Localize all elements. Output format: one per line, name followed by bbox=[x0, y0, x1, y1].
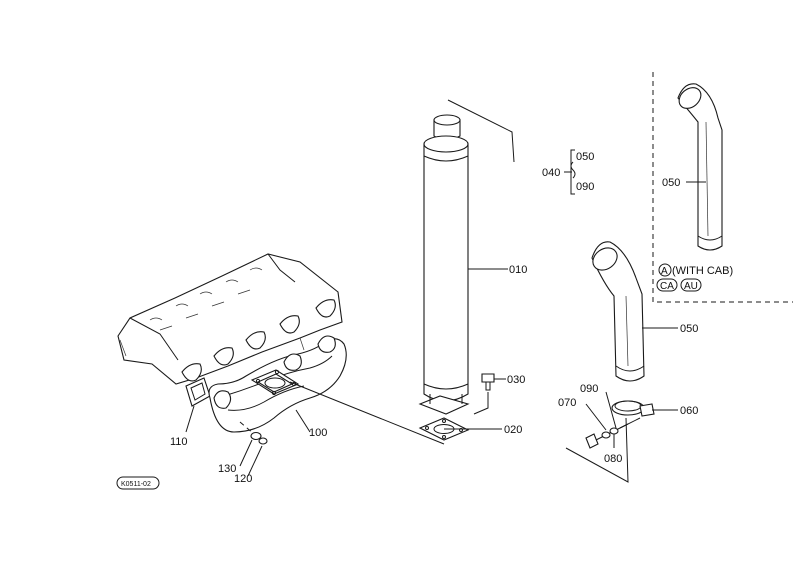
label-040: 040 bbox=[542, 167, 560, 179]
label-020: 020 bbox=[504, 424, 522, 436]
badge-a-circle bbox=[658, 263, 672, 277]
label-120: 120 bbox=[234, 473, 252, 485]
bolt-070-washer-080-nut-090 bbox=[585, 417, 641, 449]
muffler-010 bbox=[418, 99, 515, 415]
label-050-cab: 050 bbox=[662, 177, 680, 189]
label-030: 030 bbox=[507, 374, 525, 386]
bolt-030 bbox=[473, 373, 495, 415]
label-130: 130 bbox=[218, 463, 236, 475]
label-060: 060 bbox=[680, 405, 698, 417]
label-090: 090 bbox=[580, 383, 598, 395]
badge-ca: CA bbox=[660, 281, 674, 292]
tail-pipe-050-cab bbox=[677, 83, 723, 251]
part-labels: 010 030 020 040 050 090 050 050 090 070 … bbox=[170, 151, 698, 485]
exhaust-manifold-100 bbox=[208, 335, 347, 433]
label-010: 010 bbox=[509, 264, 527, 276]
gasket-110 bbox=[185, 377, 211, 407]
label-080: 080 bbox=[604, 453, 622, 465]
tail-pipe-050 bbox=[591, 241, 645, 382]
badge-a: A bbox=[661, 266, 668, 277]
label-050-range: 050 bbox=[576, 151, 594, 163]
variant-legend: A (WITH CAB) CA AU bbox=[656, 263, 733, 292]
label-090-range: 090 bbox=[576, 181, 594, 193]
label-050-main: 050 bbox=[680, 323, 698, 335]
clamp-group-bracket bbox=[565, 417, 629, 483]
leader-lines bbox=[185, 171, 706, 477]
badge-au-frame bbox=[680, 278, 702, 292]
connection-line-manifold-muffler bbox=[289, 381, 445, 445]
reference-code-text: K0511-02 bbox=[121, 481, 151, 488]
label-110: 110 bbox=[170, 436, 188, 448]
badge-ca-frame bbox=[656, 278, 678, 292]
clamp-060 bbox=[611, 400, 655, 417]
with-cab-label: (WITH CAB) bbox=[672, 265, 733, 277]
variant-divider bbox=[652, 72, 793, 303]
engine-block bbox=[117, 253, 343, 385]
label-100: 100 bbox=[309, 427, 327, 439]
badge-au: AU bbox=[684, 281, 698, 292]
label-070: 070 bbox=[558, 397, 576, 409]
reference-code: K0511-02 bbox=[116, 476, 160, 490]
nut-washer-120-130 bbox=[239, 421, 268, 445]
